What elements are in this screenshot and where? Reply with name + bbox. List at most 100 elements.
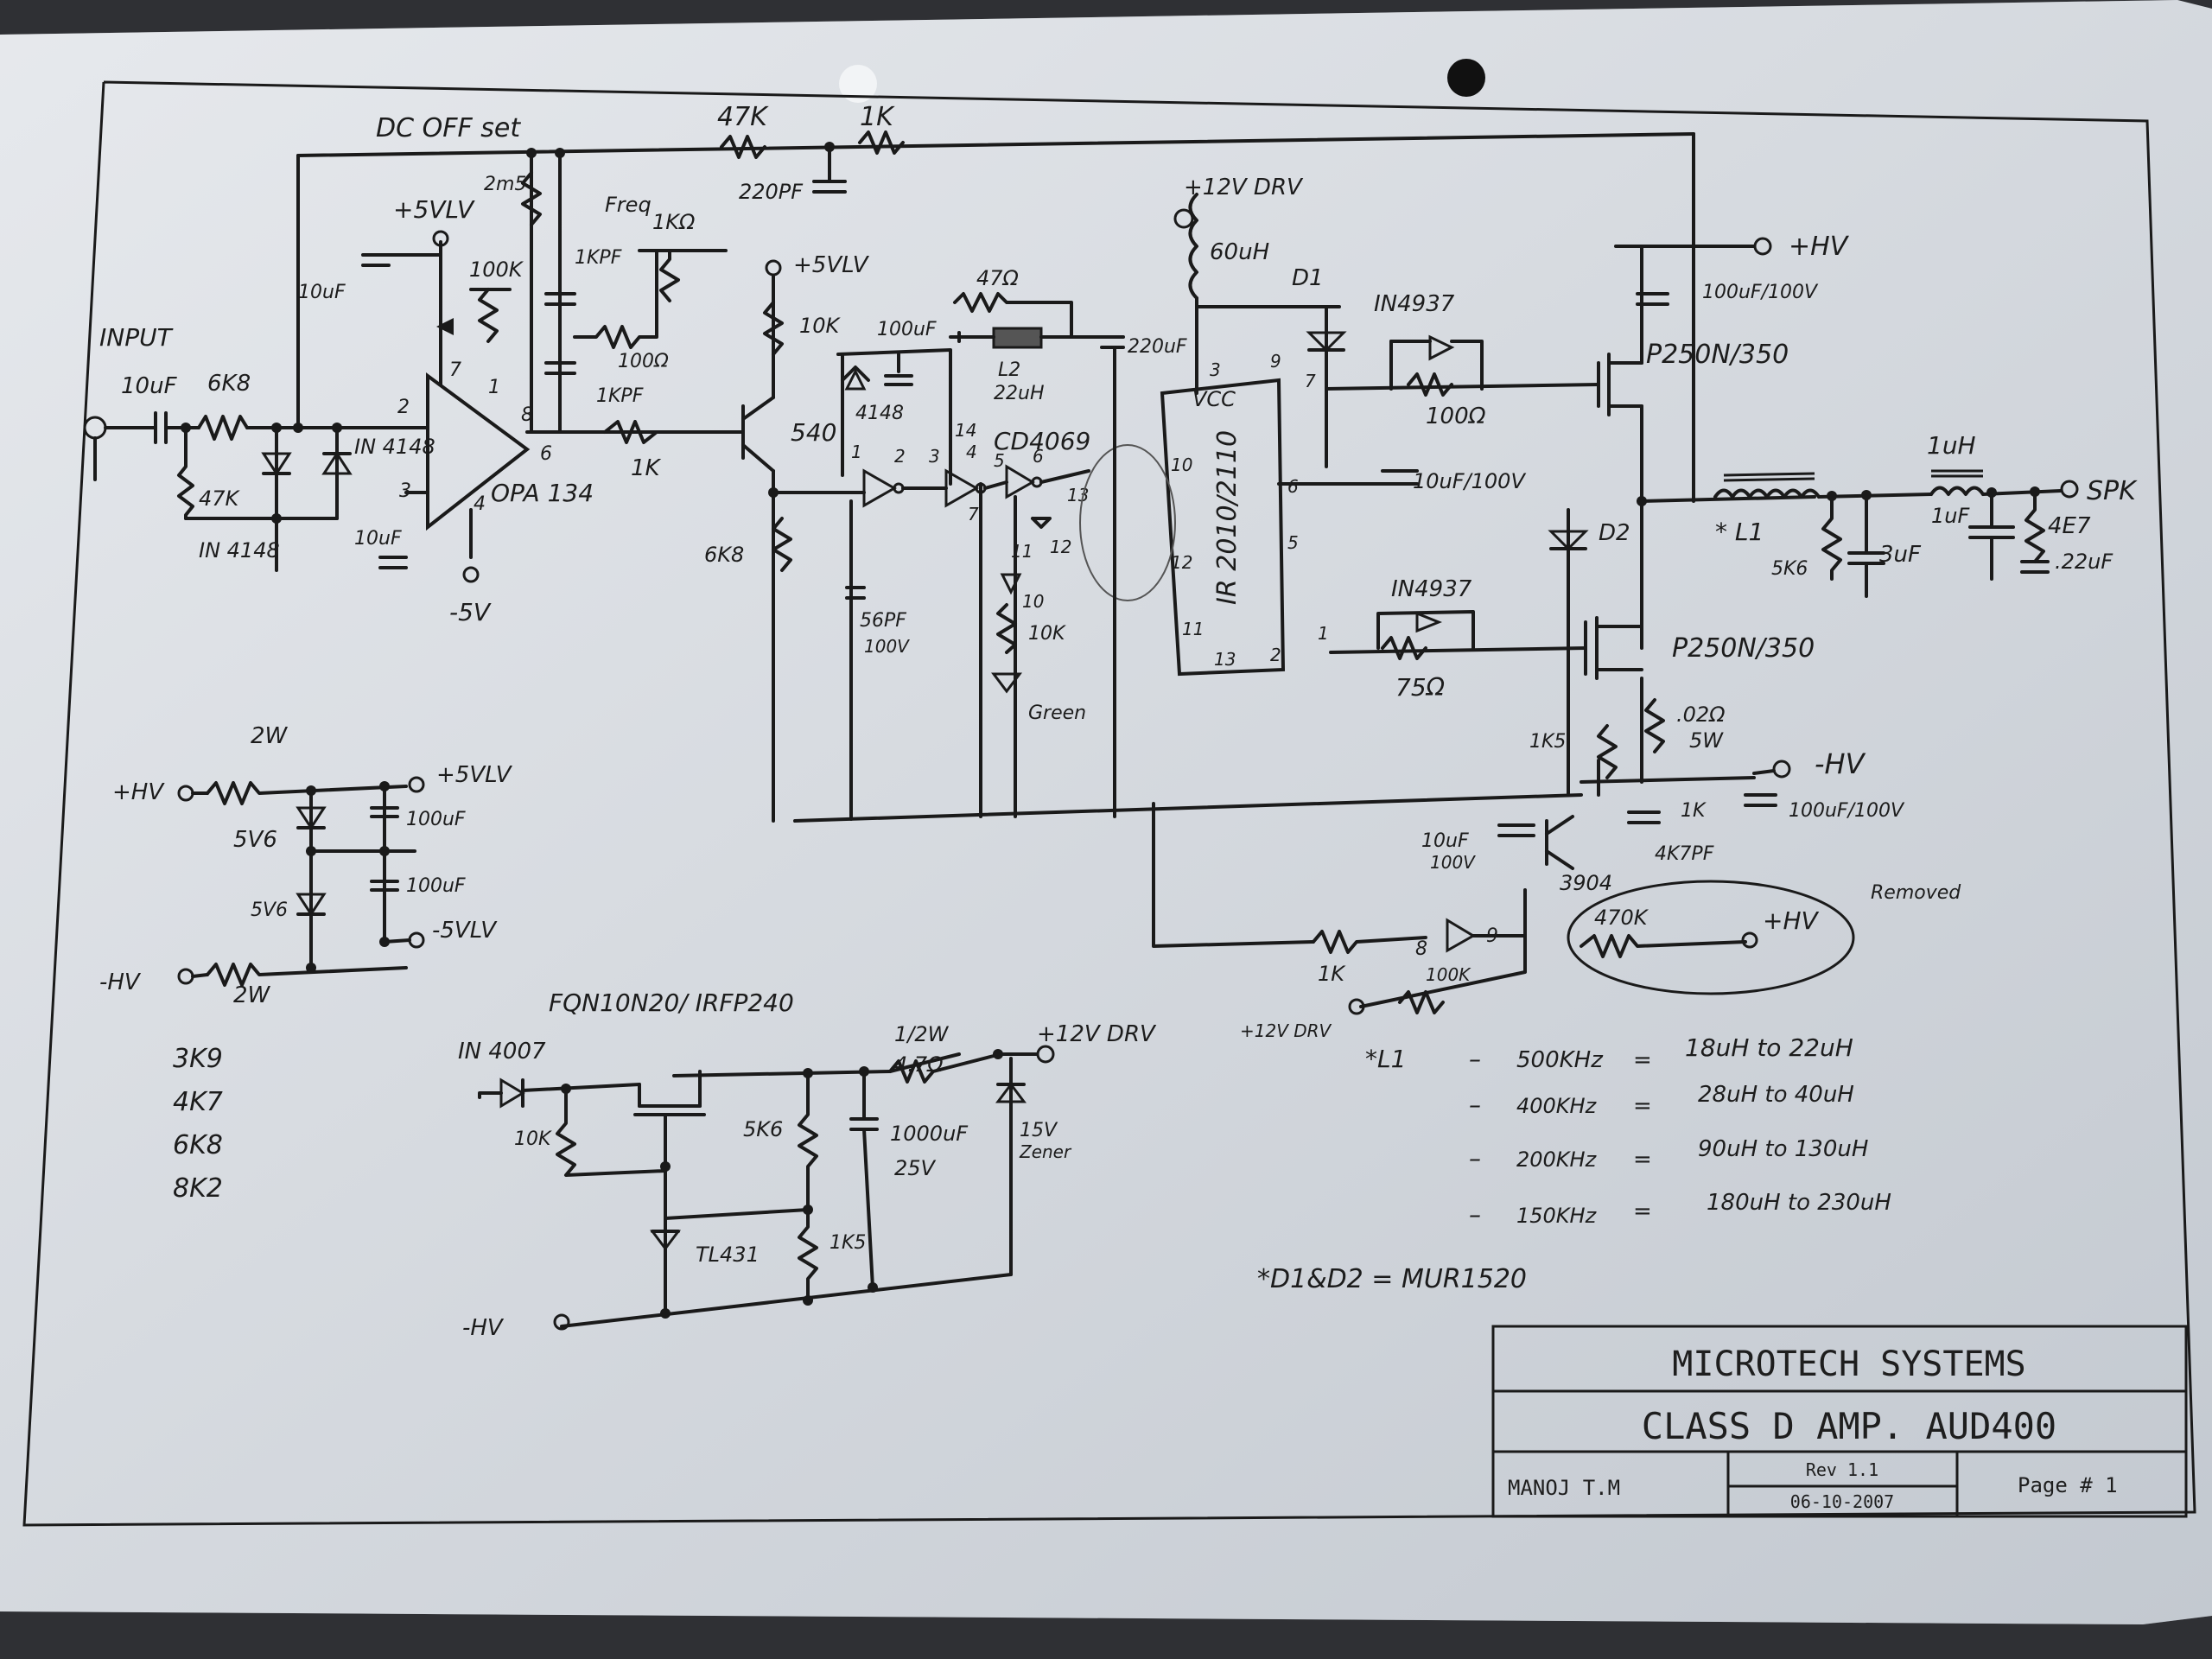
output-removed-res: 470K bbox=[1594, 906, 1649, 930]
sheet-border bbox=[22, 80, 2196, 1527]
l1-note-val: 180uH to 230uH bbox=[1707, 1190, 1891, 1216]
drv-cap-v: 25V bbox=[894, 1156, 937, 1180]
lv-out-minus: -5VLV bbox=[432, 918, 498, 944]
lv-cap2: 100uF bbox=[406, 875, 466, 897]
logic-pin: 4 bbox=[966, 442, 977, 462]
filter-l2: 1uH bbox=[1927, 431, 1976, 460]
fb-res1-label: 47K bbox=[717, 102, 769, 132]
logic-led: Green bbox=[1028, 702, 1086, 724]
logic-pin: 5 bbox=[994, 450, 1005, 471]
pnp-vcc: +5VLV bbox=[793, 252, 870, 278]
filter-cap: 3uF bbox=[1879, 542, 1922, 568]
driver-pin: 5 bbox=[1287, 532, 1299, 553]
output-fast-diode2: IN4937 bbox=[1391, 576, 1472, 602]
l1-note-freq: 500KHz bbox=[1516, 1047, 1604, 1073]
author: MANOJ T.M bbox=[1508, 1476, 1620, 1500]
driver-pin: 1 bbox=[1318, 623, 1329, 644]
fb-res2-label: 1K bbox=[860, 102, 895, 132]
output-hv-plus: +HV bbox=[1789, 232, 1850, 262]
drv-diode: IN 4007 bbox=[458, 1039, 546, 1065]
driver-boot-cap: 10uF/100V bbox=[1413, 469, 1526, 493]
freq-network: Freq 1KΩ 1KPF 1KPF 100Ω 1K bbox=[573, 193, 745, 481]
driver-pin: 11 bbox=[1182, 619, 1204, 639]
logic-pin: 10 bbox=[1022, 591, 1044, 612]
freq-pot: 1KΩ bbox=[652, 210, 696, 234]
driver-vcc: VCC bbox=[1192, 387, 1236, 411]
input-label: INPUT bbox=[99, 323, 174, 352]
opamp-cap-bot: 10uF bbox=[354, 528, 402, 550]
filter-cap3: .22uF bbox=[2055, 550, 2113, 574]
output-d1: D1 bbox=[1292, 265, 1324, 291]
lv-out-plus: +5VLV bbox=[436, 762, 513, 788]
logic-pin: 14 bbox=[955, 420, 976, 441]
punch-hole bbox=[839, 65, 877, 103]
equals: = bbox=[1633, 1047, 1652, 1073]
logic-pin: 7 bbox=[968, 504, 979, 524]
output-res-1k5: 1K5 bbox=[1529, 731, 1566, 753]
output-cap-4k7: 4K7PF bbox=[1655, 843, 1714, 865]
l1-note-freq: 200KHz bbox=[1516, 1147, 1598, 1172]
logic-stage: 100uF 4148 56PF 100V 47Ω L2 22uH CD4069 … bbox=[793, 266, 1583, 823]
drv-res-1k5: 1K5 bbox=[830, 1232, 866, 1254]
fb-cap-label: 220PF bbox=[739, 180, 804, 204]
input-cap-label: 10uF bbox=[121, 373, 178, 399]
diode-note: *D1&D2 = MUR1520 bbox=[1257, 1264, 1527, 1294]
logic-res: 47Ω bbox=[976, 266, 1020, 290]
input-diode2-label: IN 4148 bbox=[354, 435, 435, 459]
driver-pin: 2 bbox=[1270, 645, 1281, 665]
opamp-pot: 100K bbox=[469, 257, 524, 282]
opamp-vplus: +5VLV bbox=[393, 195, 475, 224]
logic-cap2: 56PF bbox=[860, 610, 906, 632]
notes: *L1 – 500KHz = 18uH to 22uH – 400KHz = 2… bbox=[1257, 1033, 1891, 1294]
page-number: Page # 1 bbox=[2018, 1473, 2118, 1497]
drv-in: -HV bbox=[462, 1315, 505, 1341]
opamp-pin1: 1 bbox=[488, 377, 500, 398]
drv-zener: 15V bbox=[1020, 1120, 1058, 1141]
driver-supply: +12V DRV bbox=[1184, 175, 1304, 200]
driver-cap: 220uF bbox=[1128, 336, 1187, 358]
output-d2: D2 bbox=[1599, 520, 1630, 546]
lv-cap1: 100uF bbox=[406, 809, 466, 830]
logic-pin: 11 bbox=[1011, 541, 1033, 562]
pnp-name: 540 bbox=[791, 418, 836, 447]
pnp-r-bot: 6K8 bbox=[704, 543, 744, 567]
resistor-list: 3K9 4K7 6K8 8K2 bbox=[173, 1044, 223, 1204]
freq-cap2: 1KPF bbox=[596, 385, 644, 407]
pnp-r-top: 10K bbox=[799, 314, 842, 338]
driver-pin: 10 bbox=[1171, 454, 1192, 475]
driver-ic-name: IR 2010/2110 bbox=[1212, 430, 1243, 605]
revision: Rev 1.1 bbox=[1806, 1459, 1878, 1480]
lv-supply: 2W 2W +HV -HV +5VLV -5VLV 5V6 5V6 100uF … bbox=[99, 723, 513, 1008]
drv-cap: 1000uF bbox=[890, 1122, 969, 1146]
opamp-name: OPA 134 bbox=[491, 479, 594, 507]
logic-pin: 3 bbox=[929, 446, 940, 467]
output-removed-hv: +HV bbox=[1763, 906, 1820, 935]
equals: = bbox=[1633, 1198, 1652, 1224]
dash: – bbox=[1469, 1090, 1481, 1119]
drv-out: +12V DRV bbox=[1037, 1021, 1157, 1047]
punch-hole bbox=[1447, 59, 1485, 97]
dc-offset-label: DC OFF set bbox=[376, 113, 521, 143]
driver-inductor: 60uH bbox=[1210, 239, 1269, 265]
output-removed-note: Removed bbox=[1871, 882, 1961, 904]
logic-diode: 4148 bbox=[855, 403, 904, 424]
l1-note-freq: 150KHz bbox=[1516, 1204, 1598, 1228]
lv-hv-minus: -HV bbox=[99, 969, 142, 995]
opamp-cap-top: 10uF bbox=[298, 282, 346, 303]
logic-pin: 12 bbox=[1050, 537, 1071, 557]
input-res-label: 6K8 bbox=[207, 371, 251, 397]
opamp-pin6: 6 bbox=[540, 443, 552, 465]
output-supply: +12V DRV bbox=[1240, 1020, 1332, 1041]
output-gate-res1: 100Ω bbox=[1426, 404, 1486, 429]
filter-cap2: 1uF bbox=[1931, 504, 1970, 528]
resistor-value: 6K8 bbox=[173, 1130, 223, 1160]
driver-pin: 6 bbox=[1287, 476, 1299, 497]
logic-ic: CD4069 bbox=[994, 427, 1090, 455]
l1-note-val: 90uH to 130uH bbox=[1698, 1136, 1868, 1162]
logic-l2-val: 22uH bbox=[994, 383, 1044, 404]
logic-pin: 1 bbox=[851, 442, 862, 462]
freq-cap1: 1KPF bbox=[575, 247, 622, 269]
freq-out-res: 1K bbox=[631, 455, 662, 481]
output-filter: * L1 5K6 3uF 1uH 1uF 4E7 .22uF SPK bbox=[1713, 431, 2138, 598]
